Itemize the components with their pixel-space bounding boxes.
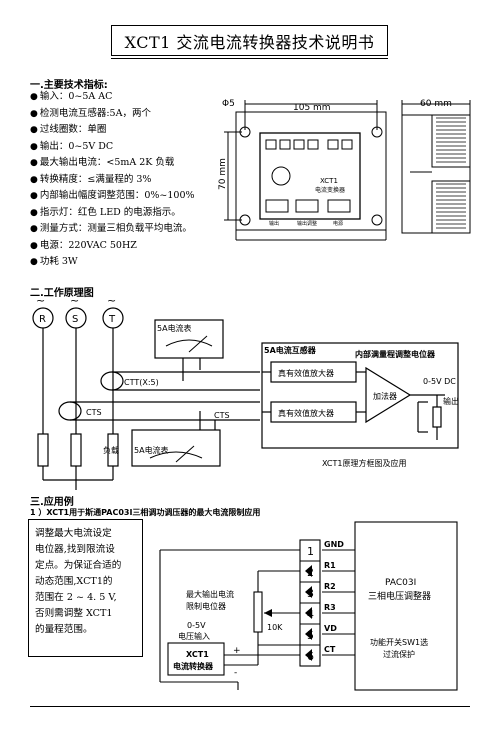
- panel-sub: 电流变换器: [315, 186, 345, 194]
- hole-dim: Φ5: [222, 99, 235, 109]
- terminal-name: R3: [324, 603, 336, 612]
- section1-heading: 一.主要技术指标:: [30, 80, 108, 91]
- depth-dim: 60 mm: [420, 99, 452, 109]
- note-line: 范围在 2 ~ 4. 5 V,: [35, 592, 117, 603]
- out-range-label: 0-5V DC: [423, 377, 456, 386]
- document-title: XCT1 交流电流转换器技术说明书: [111, 25, 388, 56]
- device-name: PAC03I: [385, 578, 416, 588]
- spec-item: 功耗 3W: [30, 254, 195, 271]
- pot-label: 内部满量程调整电位器: [355, 349, 436, 359]
- input-desc2: 电压输入: [178, 631, 210, 641]
- title-underline: [111, 58, 388, 59]
- spec-item: 测量方式：测量三相负载平均电流。: [30, 221, 195, 238]
- cts-right-label: CTS: [214, 411, 230, 420]
- section3-subheading: 1 ）XCT1用于斯通PAC03I三相调功调压器的最大电流限制应用: [30, 508, 261, 517]
- note-line: 调整最大电流设定: [35, 528, 112, 539]
- terminal-name: CT: [324, 645, 336, 654]
- phase-t: T: [108, 314, 116, 325]
- application-note: 调整最大电流设定电位器,找到限流设定点。为保证合适的动态范围,XCT1的范围在 …: [28, 519, 143, 657]
- bottom-rule: [30, 706, 470, 707]
- ammeter-bottom-label: 5A电流表: [134, 445, 169, 455]
- term-label-out: 输出: [269, 220, 279, 227]
- ct-label: 5A电流互感器: [264, 345, 317, 355]
- device-note2: 过流保护: [383, 649, 415, 659]
- terminal-name: VD: [324, 624, 337, 633]
- note-line: 否则需调整 XCT1: [35, 608, 113, 619]
- spec-item: 输出：0~5V DC: [30, 139, 195, 156]
- meter-bottom-arc: [149, 451, 203, 459]
- cts-left-label: CTS: [86, 408, 102, 417]
- terminal-name: R1: [324, 561, 336, 570]
- spec-item: 转换精度：≤满量程的 3%: [30, 172, 195, 189]
- terminal-number: 3: [307, 587, 314, 600]
- plus-sign: +: [233, 646, 241, 656]
- front-view: [224, 100, 387, 241]
- spec-item: 检测电流互感器:5A，两个: [30, 106, 195, 123]
- phase-tilde-t: ~: [107, 294, 116, 307]
- meter-top-arc: [165, 339, 213, 347]
- xct-name: XCT1: [186, 650, 209, 659]
- spec-item: 指示灯：红色 LED 的电源指示。: [30, 205, 195, 222]
- input-desc1: 0-5V: [187, 621, 206, 630]
- terminal-block: 1 GND 2 R1 3 R2 4 R3 5 VD 6 CT: [307, 540, 344, 663]
- xct-desc: 电流转换器: [173, 661, 214, 671]
- out-label: 输出: [443, 396, 459, 406]
- amp2-label: 真有效值放大器: [278, 408, 334, 418]
- spec-item: 内部输出幅度调整范围：0%~100%: [30, 188, 195, 205]
- spec-item: 最大输出电流：<5mA 2K 负载: [30, 155, 195, 172]
- terminal-number: 6: [307, 650, 314, 663]
- terminal-arrows: [264, 565, 312, 661]
- section2-heading: 二.工作原理图: [30, 288, 94, 299]
- minus-sign: -: [234, 668, 237, 678]
- terminal-number: 2: [307, 566, 314, 579]
- ctt-label: CTT(X:5): [124, 378, 159, 387]
- height-dim: 70 mm: [218, 158, 228, 190]
- terminal-number: 4: [307, 608, 314, 621]
- schematic: [32, 307, 459, 490]
- amp1-label: 真有效值放大器: [278, 368, 334, 378]
- phase-tilde-r: ~: [36, 294, 45, 307]
- term-label-pwr: 电源: [333, 220, 343, 227]
- device-desc: 三相电压调整器: [368, 590, 431, 602]
- meter-bottom-needle: [175, 445, 195, 463]
- pot-desc2: 限制电位器: [186, 601, 226, 611]
- spec-item: 输入：0~5A AC: [30, 89, 195, 106]
- side-view-fins: [436, 117, 466, 229]
- note-line: 定点。为保证合适的: [35, 560, 122, 571]
- terminal-number: 5: [307, 629, 314, 642]
- note-line: 动态范围,XCT1的: [35, 576, 113, 587]
- application-diagram: [159, 521, 458, 691]
- section3-heading: 三.应用例: [30, 497, 74, 508]
- panel-label: XCT1: [320, 177, 338, 185]
- ammeter-top-label: 5A电流表: [157, 323, 192, 333]
- phase-s: S: [72, 314, 78, 325]
- pot-value: 10K: [267, 623, 283, 632]
- document-title-text: XCT1 交流电流转换器技术说明书: [124, 32, 375, 52]
- adder-label: 加法器: [373, 391, 397, 401]
- meter-top-needle: [188, 335, 208, 353]
- spec-list: 输入：0~5A AC检测电流互感器:5A，两个过线圈数：单圈输出：0~5V DC…: [30, 89, 195, 271]
- spec-item: 过线圈数：单圈: [30, 122, 195, 139]
- terminal-number: 1: [307, 545, 314, 558]
- spec-item: 电源：220VAC 50HZ: [30, 238, 195, 255]
- load-label: 负载: [103, 445, 119, 455]
- term-label-adj: 输出调整: [297, 220, 317, 227]
- note-line: 的量程范围。: [35, 624, 93, 635]
- terminal-name: GND: [324, 540, 344, 549]
- terminal-name: R2: [324, 582, 336, 591]
- width-dim: 105 mm: [293, 103, 331, 113]
- note-line: 电位器,找到限流设: [35, 544, 115, 555]
- pot-desc1: 最大输出电流: [186, 589, 234, 599]
- phase-r: R: [39, 314, 46, 325]
- schematic-caption: XCT1原理方框图及应用: [322, 458, 406, 468]
- device-note1: 功能开关SW1选: [370, 637, 428, 647]
- phase-tilde-s: ~: [70, 294, 79, 307]
- side-view: [401, 100, 471, 234]
